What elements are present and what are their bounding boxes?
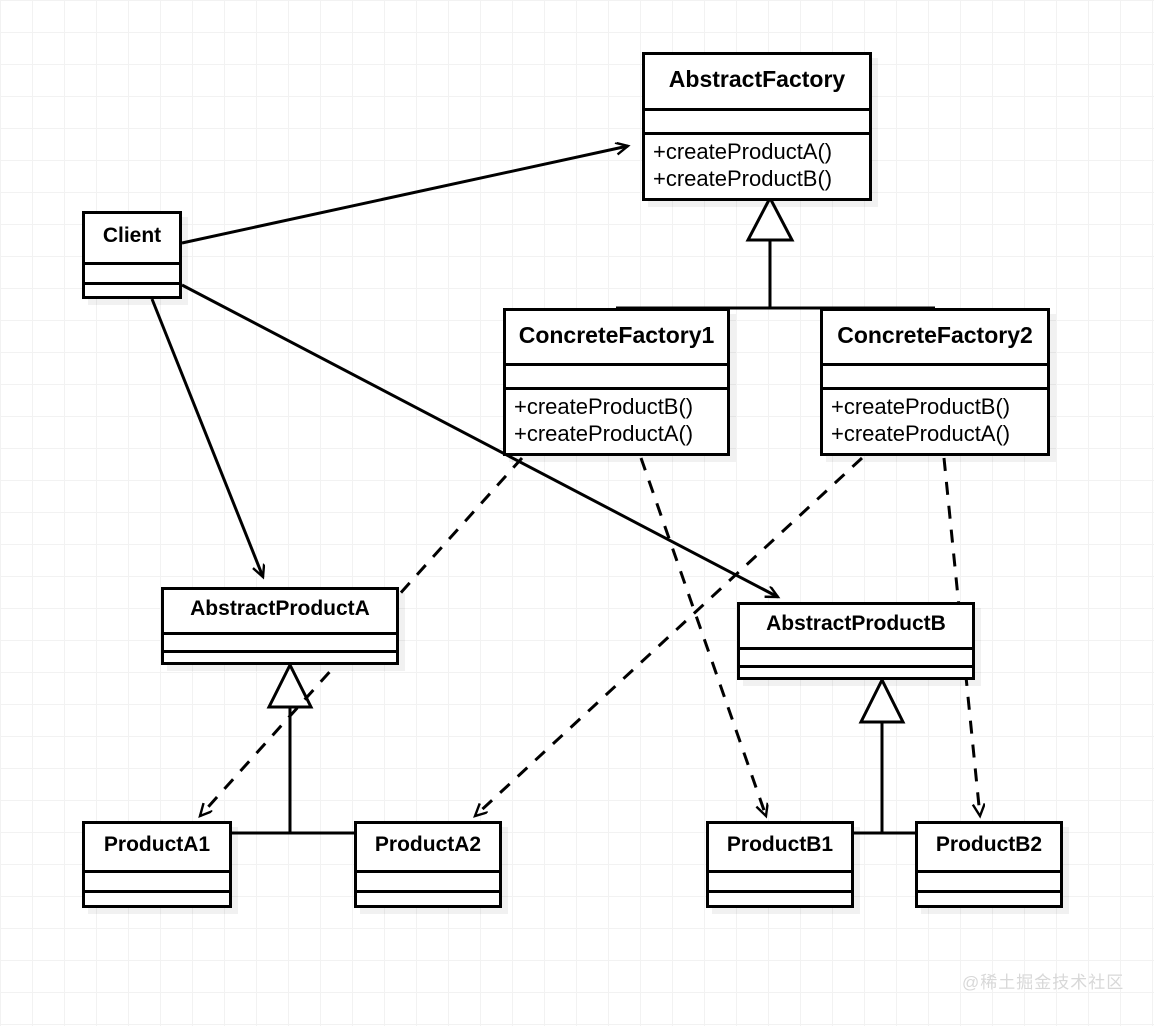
uml-class-product-a2[interactable]: ProductA2 — [354, 821, 502, 908]
uml-class-operations: +createProductB()+createProductA() — [823, 387, 1047, 452]
edge-client-uses-abstractfactory — [181, 146, 628, 245]
uml-class-operations — [85, 282, 179, 299]
uml-class-concrete-factory-1[interactable]: ConcreteFactory1 +createProductB()+create… — [503, 308, 730, 456]
uml-operation: +createProductA() — [653, 139, 833, 164]
edge-client-uses-abstractproducta — [150, 298, 263, 577]
uml-class-operations — [357, 890, 499, 908]
uml-class-concrete-factory-2[interactable]: ConcreteFactory2 +createProductB()+create… — [820, 308, 1050, 456]
uml-class-attributes — [918, 870, 1060, 890]
uml-class-attributes — [357, 870, 499, 890]
uml-class-attributes — [85, 870, 229, 890]
uml-class-operations — [918, 890, 1060, 908]
edge-concretefactories-inherit-abstractfactory — [616, 194, 935, 310]
uml-class-attributes — [506, 363, 727, 387]
hollow-triangle-icon — [745, 194, 795, 242]
uml-class-name: AbstractProductB — [766, 612, 946, 635]
uml-class-name: AbstractProductA — [190, 597, 370, 620]
uml-operation: +createProductB() — [653, 165, 833, 191]
uml-class-abstract-product-b[interactable]: AbstractProductB — [737, 602, 975, 680]
uml-class-client[interactable]: Client — [82, 211, 182, 299]
uml-class-name: Client — [102, 224, 162, 247]
uml-class-product-b1[interactable]: ProductB1 — [706, 821, 854, 908]
uml-operation: +createProductA() — [831, 420, 1011, 446]
uml-class-attributes — [645, 108, 869, 132]
uml-class-name: ProductB1 — [726, 833, 834, 856]
uml-class-operations — [85, 890, 229, 908]
uml-class-attributes — [740, 647, 972, 665]
uml-class-name: AbstractFactory — [668, 66, 846, 92]
uml-operation: +createProductB() — [514, 394, 694, 419]
uml-class-attributes — [164, 632, 396, 650]
uml-class-operations — [164, 650, 396, 665]
uml-class-attributes — [85, 262, 179, 282]
uml-class-name: ConcreteFactory1 — [518, 322, 715, 348]
uml-class-abstract-product-a[interactable]: AbstractProductA — [161, 587, 399, 665]
uml-class-abstract-factory[interactable]: AbstractFactory +createProductA()+createP… — [642, 52, 872, 201]
edge-producta-inherit-abstractproducta — [157, 661, 428, 835]
uml-class-operations: +createProductA()+createProductB() — [645, 132, 869, 197]
uml-class-attributes — [823, 363, 1047, 387]
hollow-triangle-icon — [266, 661, 314, 709]
watermark-text: @稀土掘金技术社区 — [962, 973, 1125, 992]
uml-class-operations — [740, 665, 972, 680]
uml-class-name: ProductA2 — [374, 833, 482, 856]
uml-class-operations — [709, 890, 851, 908]
uml-operation: +createProductA() — [514, 420, 694, 446]
uml-class-product-a1[interactable]: ProductA1 — [82, 821, 232, 908]
uml-operation: +createProductB() — [831, 394, 1011, 419]
uml-class-name: ProductA1 — [103, 833, 211, 856]
uml-class-attributes — [709, 870, 851, 890]
uml-class-name: ProductB2 — [935, 833, 1043, 856]
uml-class-operations: +createProductB()+createProductA() — [506, 387, 727, 452]
uml-class-product-b2[interactable]: ProductB2 — [915, 821, 1063, 908]
uml-class-name: ConcreteFactory2 — [837, 322, 1033, 348]
edge-productb-inherit-abstractproductb — [780, 676, 989, 835]
hollow-triangle-icon — [858, 676, 906, 724]
